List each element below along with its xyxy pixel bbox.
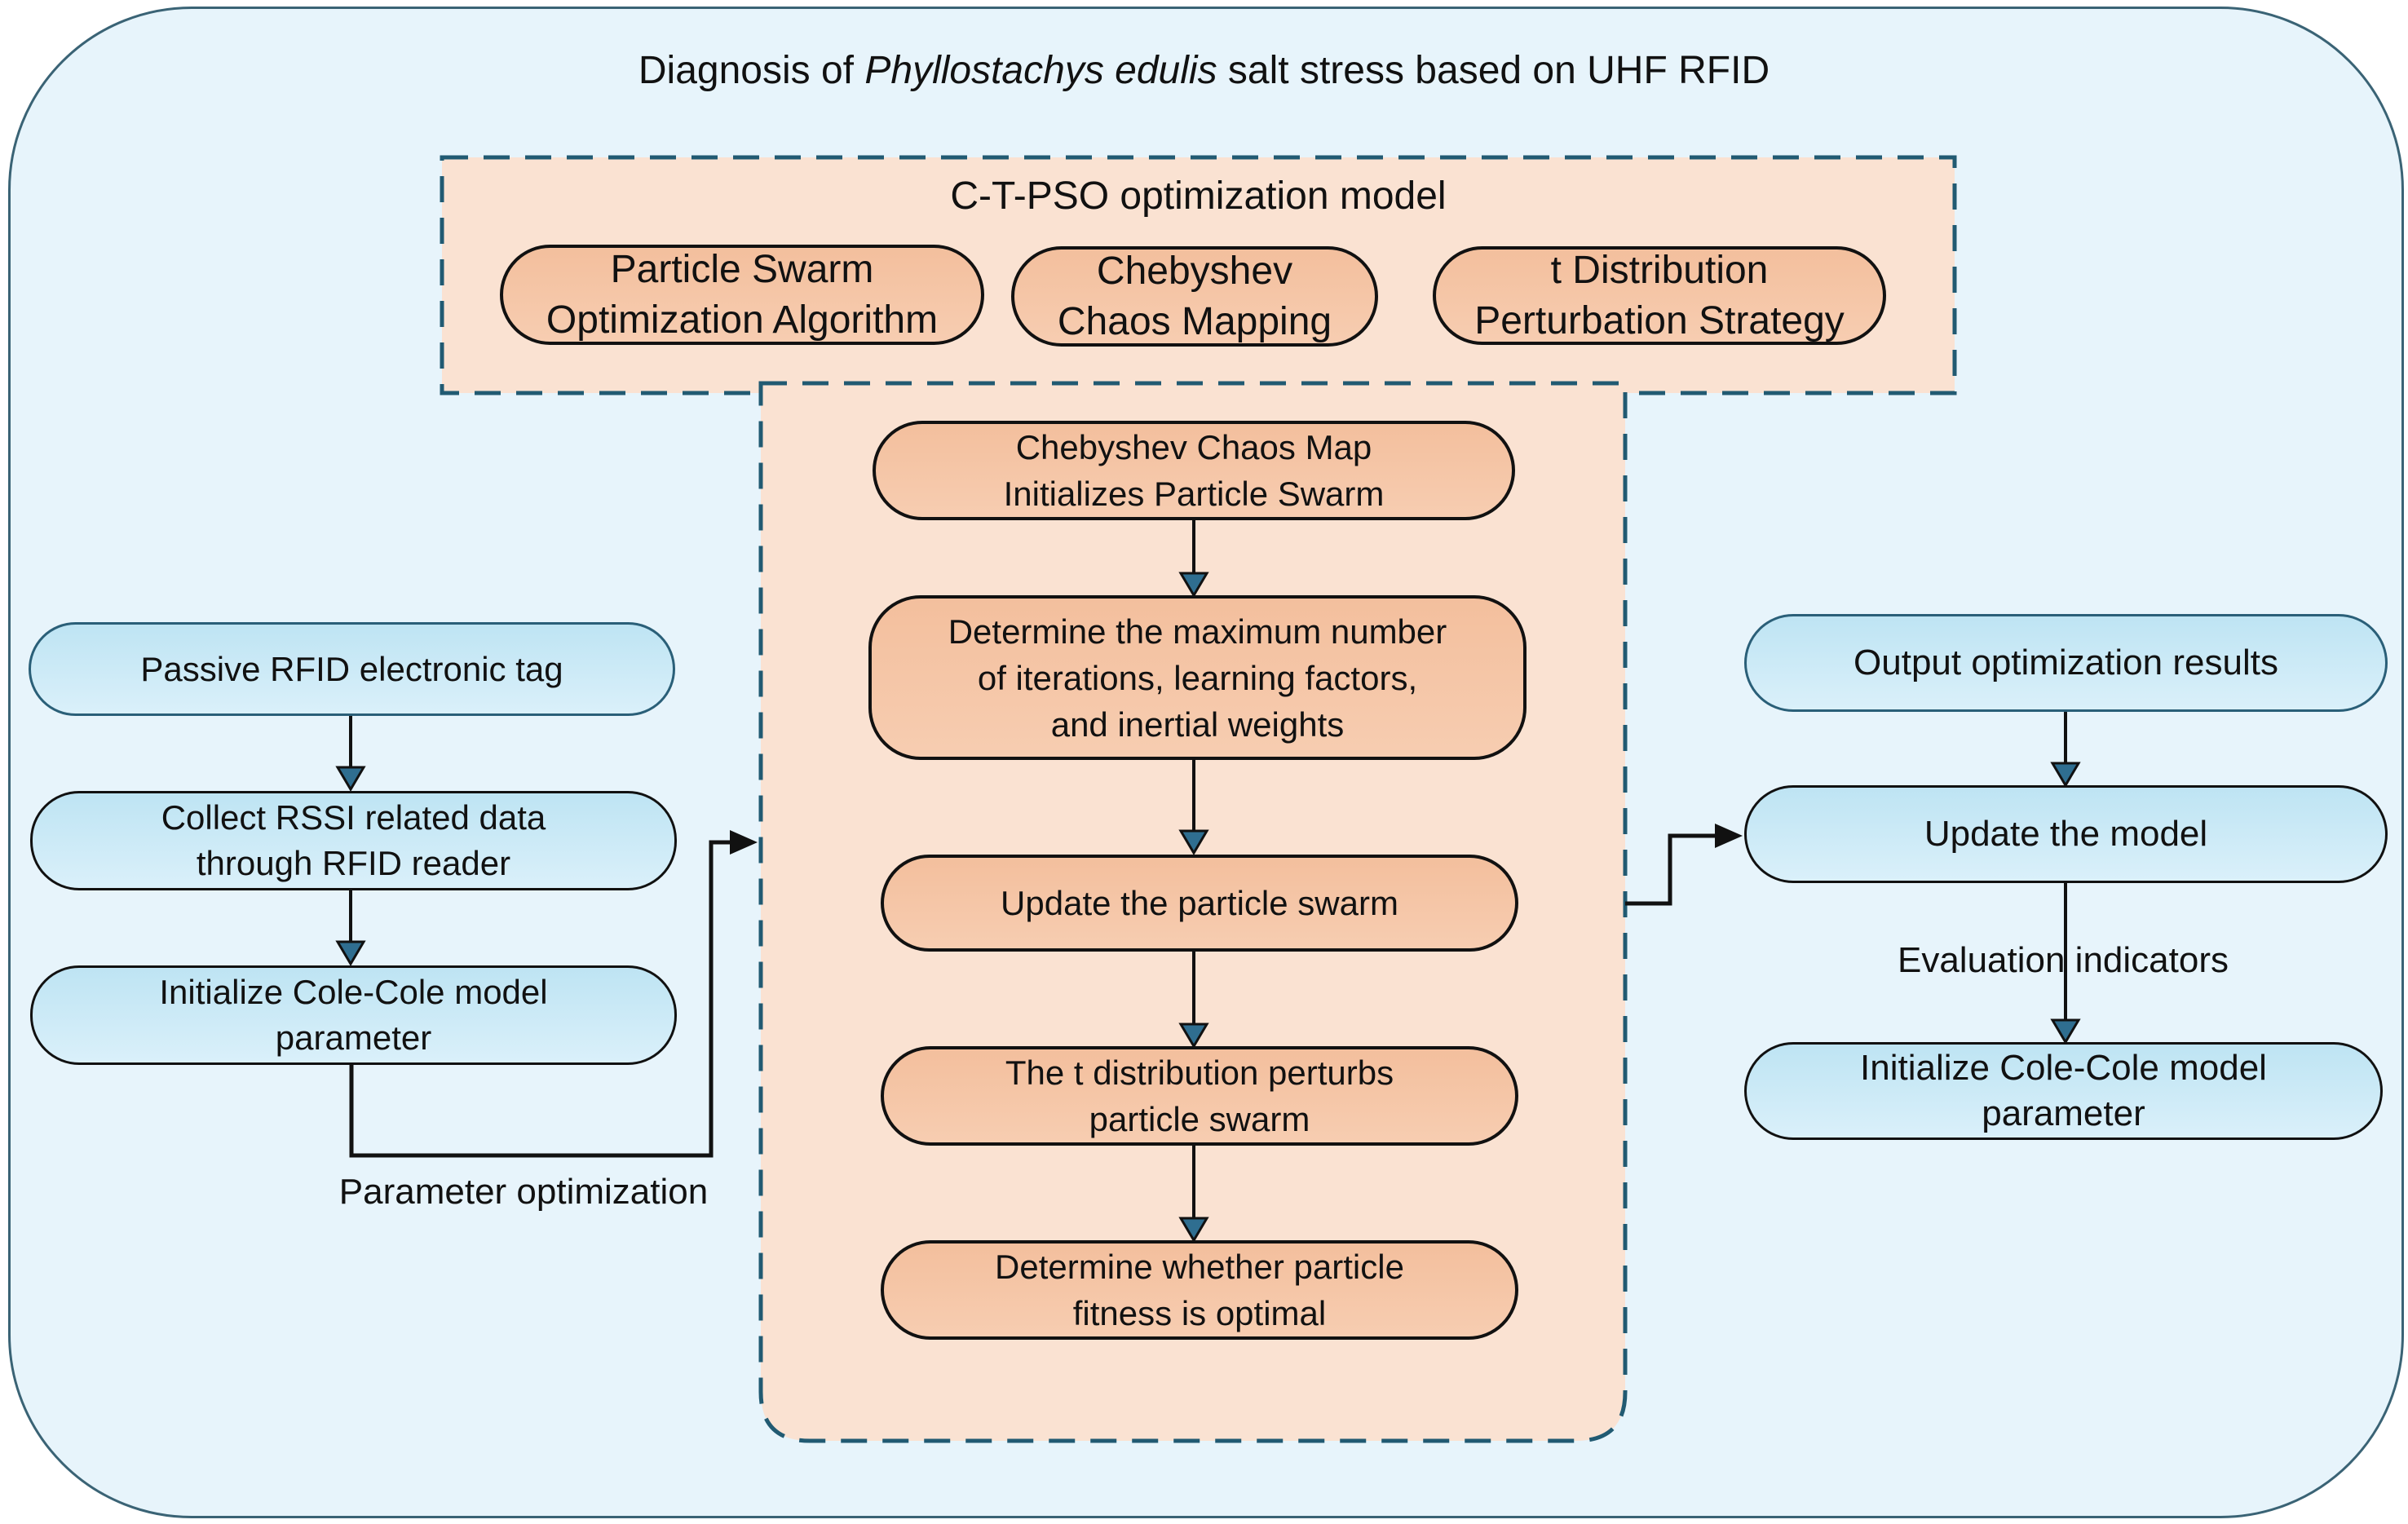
node-chebyshev-initializes-swarm: Chebyshev Chaos Map Initializes Particle… <box>873 421 1515 520</box>
arrowhead-parameter-optimization-icon <box>730 830 758 855</box>
node-update-particle-swarm: Update the particle swarm <box>881 855 1518 952</box>
node-update-the-model: Update the model <box>1744 785 2388 883</box>
teal-arrowheads <box>335 572 2081 1243</box>
arrowhead-updatemodel-to-initialize-icon <box>2050 1018 2081 1045</box>
arrowhead-perturb-to-fitness-icon <box>1178 1217 1209 1243</box>
node-output-optimization-results: Output optimization results <box>1744 614 2388 712</box>
pill-particle-swarm-optimization: Particle Swarm Optimization Algorithm <box>500 245 984 345</box>
label-evaluation-indicators: Evaluation indicators <box>1897 940 2229 980</box>
node-passive-rfid-tag: Passive RFID electronic tag <box>29 622 675 716</box>
node-initialize-cole-cole-right: Initialize Cole-Cole model parameter <box>1744 1042 2383 1140</box>
node-collect-rssi-data: Collect RSSI related data through RFID r… <box>30 791 677 890</box>
figure-title: Diagnosis of Phyllostachys edulis salt s… <box>0 47 2408 95</box>
label-parameter-optimization: Parameter optimization <box>338 1172 709 1212</box>
node-t-distribution-perturbs: The t distribution perturbs particle swa… <box>881 1046 1518 1146</box>
node-initialize-cole-cole-left: Initialize Cole-Cole model parameter <box>30 965 677 1065</box>
arrowhead-collect-to-initialize-icon <box>335 940 366 966</box>
figure-title-suffix: salt stress based on UHF RFID <box>1217 49 1770 92</box>
arrow-stems <box>349 520 2067 1220</box>
arrowhead-pso-to-update-model-icon <box>1715 824 1743 848</box>
arrowhead-passive-to-collect-icon <box>335 766 366 792</box>
figure-title-species-italic: Phyllostachys edulis <box>864 49 1217 92</box>
node-determine-fitness-optimal: Determine whether particle fitness is op… <box>881 1240 1518 1340</box>
connector-pso-to-update-model <box>1625 833 1715 906</box>
pill-chebyshev-chaos-mapping: Chebyshev Chaos Mapping <box>1011 246 1378 347</box>
ctpso-panel-title: C-T-PSO optimization model <box>950 174 1447 218</box>
arrowhead-output-to-updatemodel-icon <box>2050 762 2081 788</box>
figure-title-prefix: Diagnosis of <box>638 49 865 92</box>
connector-parameter-optimization <box>349 840 731 1158</box>
arrowhead-update-to-perturb-icon <box>1178 1023 1209 1049</box>
arrowhead-chebyshev-to-determine-icon <box>1178 572 1209 598</box>
arrowhead-determine-to-update-icon <box>1178 829 1209 855</box>
pill-t-distribution-perturbation: t Distribution Perturbation Strategy <box>1433 246 1886 345</box>
node-determine-max-iterations: Determine the maximum number of iteratio… <box>868 595 1527 760</box>
